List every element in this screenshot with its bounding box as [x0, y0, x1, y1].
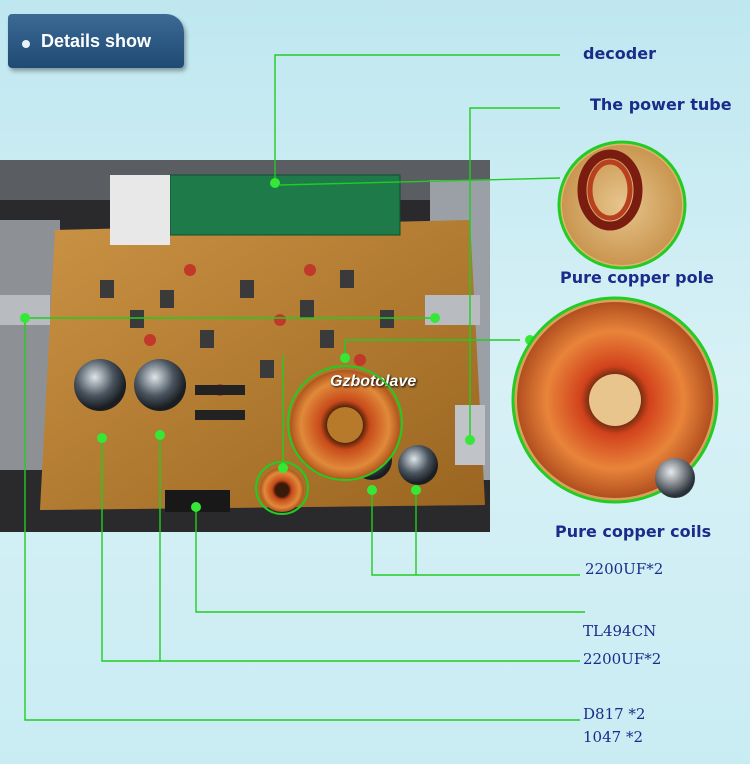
- label-copper-pole: Pure copper pole: [560, 268, 714, 287]
- details-show-badge: Details show: [8, 14, 184, 68]
- board-illustration: [0, 160, 490, 532]
- badge-label: Details show: [40, 30, 152, 51]
- label-copper-coils: Pure copper coils: [555, 522, 712, 541]
- amplifier-board-photo: [0, 160, 490, 532]
- badge-dot: [22, 40, 30, 48]
- label-power-tube: The power tube: [590, 95, 732, 114]
- watermark: Gzbotolave: [330, 373, 417, 390]
- label-tl494: TL494CN: [583, 622, 657, 640]
- label-cap-right: 2200UF*2: [585, 560, 664, 578]
- label-d817: D817 *2: [583, 705, 646, 723]
- label-1047: 1047 *2: [583, 728, 643, 746]
- label-decoder: decoder: [583, 44, 656, 63]
- label-cap-left: 2200UF*2: [583, 650, 662, 668]
